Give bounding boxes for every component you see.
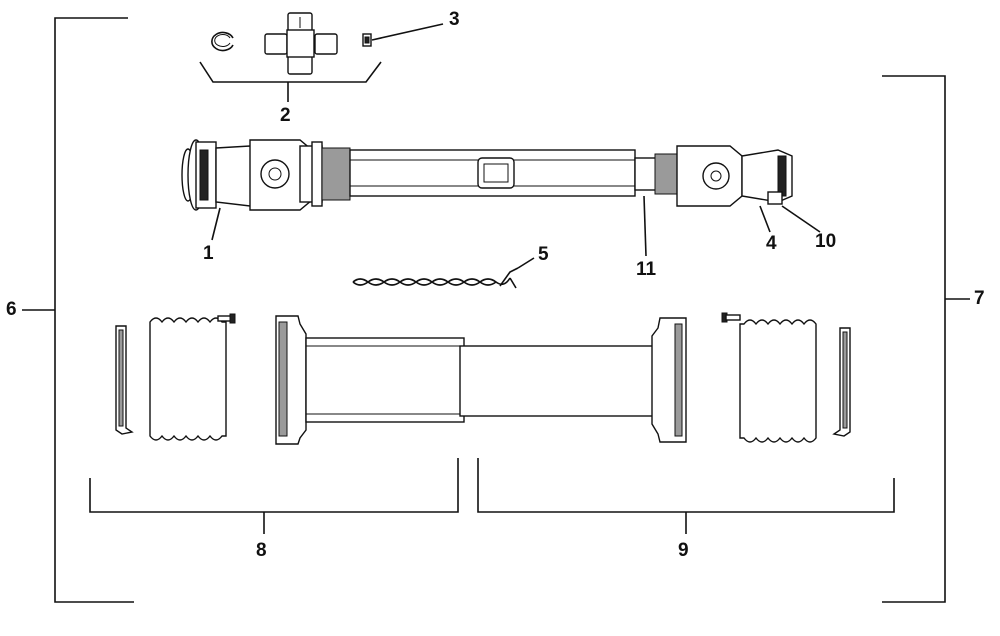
callout-1: 1	[203, 243, 214, 264]
guard-screw-right	[721, 312, 741, 323]
grease-nipple	[362, 23, 444, 47]
guard-end-plate-left	[115, 325, 134, 435]
bracket-assembly-7	[882, 75, 970, 603]
universal-joint-cross	[264, 12, 338, 75]
callout-10: 10	[815, 231, 837, 252]
callout-8: 8	[256, 540, 267, 561]
callout-4: 4	[766, 233, 777, 254]
guard-screw-left	[217, 313, 236, 324]
bracket-kit-8	[89, 458, 459, 534]
callout-2: 2	[280, 105, 291, 126]
driveshaft-assembly	[181, 139, 793, 211]
callout-11: 11	[636, 259, 657, 280]
callout-5: 5	[538, 244, 549, 265]
callout-6: 6	[6, 299, 17, 320]
guard-bellows-left	[149, 317, 227, 441]
guard-end-plate-right	[832, 327, 851, 437]
circlip	[211, 31, 234, 52]
callout-leaders	[211, 195, 821, 257]
guard-tube-assembly	[275, 315, 687, 445]
callout-9: 9	[678, 540, 689, 561]
bracket-kit-9	[477, 458, 895, 534]
callout-7: 7	[974, 288, 985, 309]
safety-chain	[352, 257, 535, 289]
guard-bellows-right	[739, 319, 817, 443]
bracket-part-2	[199, 61, 382, 102]
callout-3: 3	[449, 9, 460, 30]
bracket-assembly-6	[22, 17, 134, 603]
